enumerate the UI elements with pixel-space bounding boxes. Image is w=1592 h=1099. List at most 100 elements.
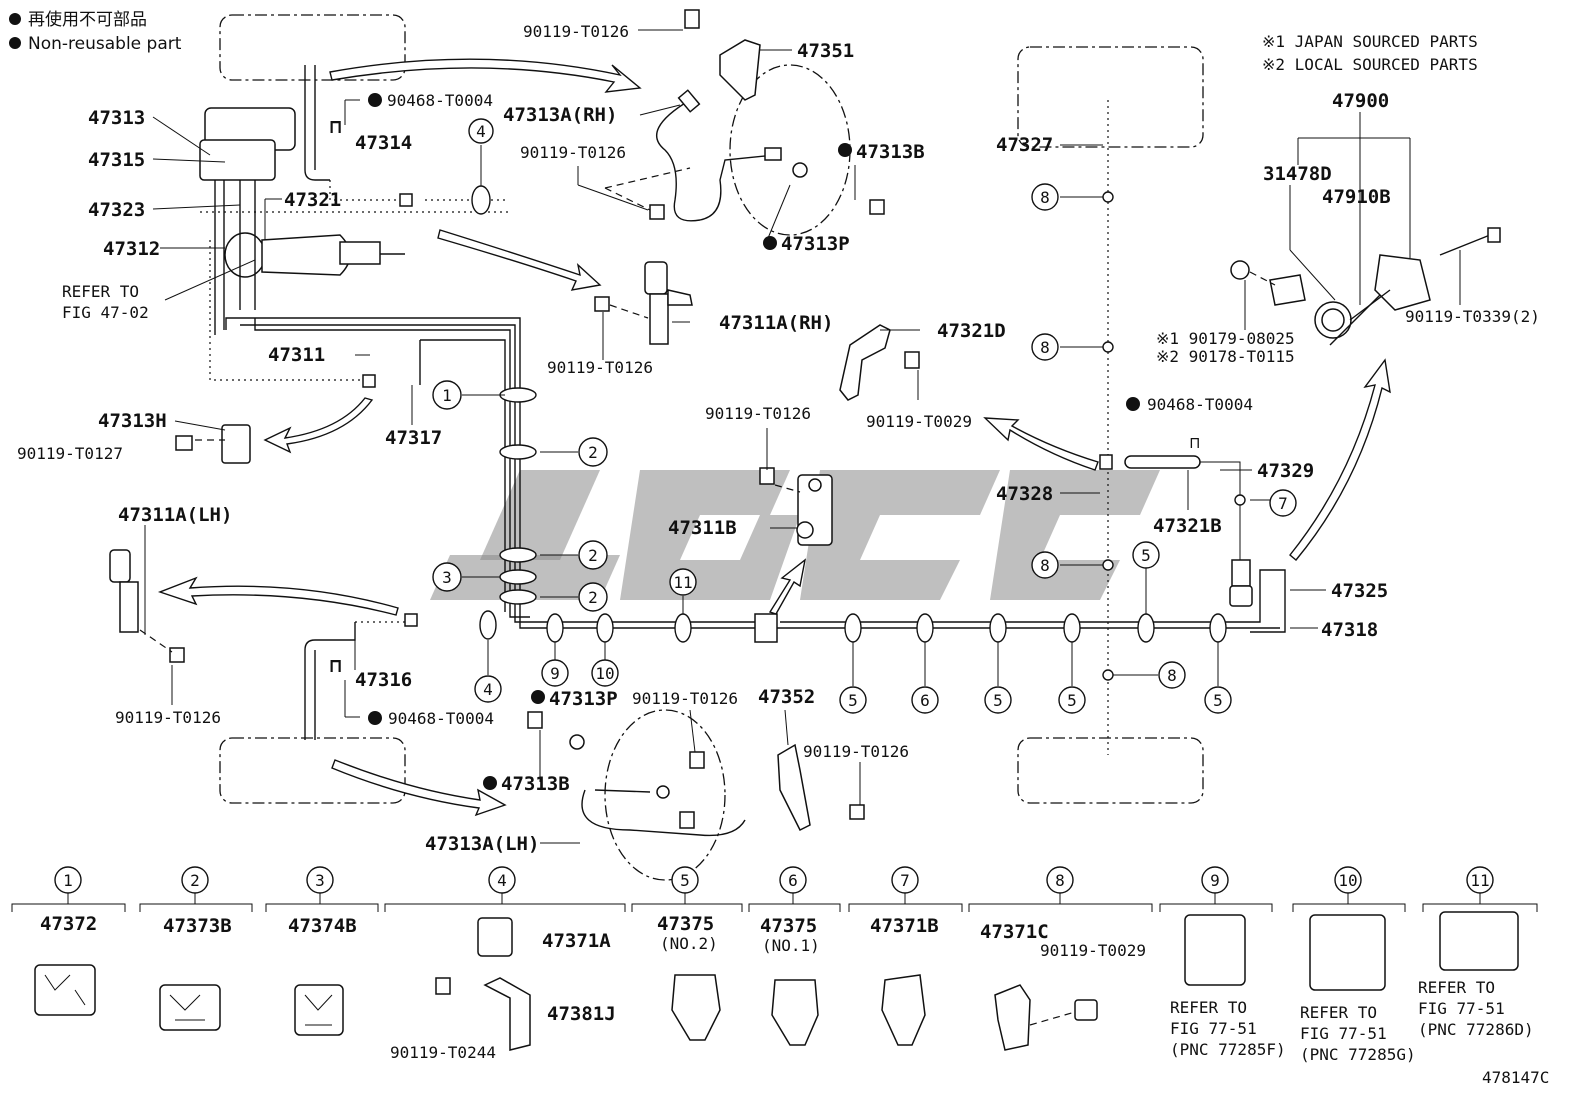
front-brake-line-dotted [200,180,510,213]
svg-text:8: 8 [1167,666,1177,685]
master-cylinder-assembly [199,107,405,335]
clip-90468-symbol: ⊓ [330,655,342,677]
svg-text:4: 4 [483,680,493,699]
svg-text:47371A: 47371A [542,930,611,952]
label-90119-T0126-top: 90119-T0126 [523,22,629,41]
table-col-4: 4 47371A 47381J 90119-T0244 [390,866,616,1062]
label-90179-08025: ※1 90179-08025 [1156,329,1295,348]
bracket-47321D [839,324,920,401]
label-47318: 47318 [1321,619,1378,641]
svg-text:1: 1 [63,871,73,890]
callout-6: 6 [911,686,939,714]
label-47321: 47321 [284,189,341,211]
table-col-3: 3 47374B [288,866,357,1036]
non-reusable-dot-icon [9,13,21,25]
label-90119-T0126-lh: 90119-T0126 [115,708,221,727]
legend: 再使用不可部品 Non-reusable part ※1 JAPAN SOURC… [9,9,1478,74]
svg-text:1: 1 [442,386,452,405]
label-47313A-RH: 47313A(RH) [503,104,617,126]
table-col-11: 11 REFER TO FIG 77-51 (PNC 77286D) [1418,866,1534,1039]
label-47312: 47312 [103,238,160,260]
label-47313: 47313 [88,107,145,129]
callout-1: 1 [432,380,462,410]
callout-5: 5 [984,686,1012,714]
label-90119-T0126-b2: 90119-T0126 [803,742,909,761]
label-90468-T0004-top: 90468-T0004 [387,91,493,110]
svg-text:FIG 77-51: FIG 77-51 [1418,999,1505,1018]
label-47329: 47329 [1257,460,1314,482]
label-47900: 47900 [1332,90,1389,112]
callout-2: 2 [578,437,608,467]
connector-47311-joint [362,374,376,388]
svg-text:11: 11 [1470,871,1489,890]
label-31478D: 31478D [1263,163,1332,185]
clip-90468-symbol: ⊓ [330,116,342,138]
leader-lines [144,29,1461,844]
svg-text:47381J: 47381J [547,1003,616,1025]
svg-text:11: 11 [673,573,692,592]
label-47321D: 47321D [937,320,1006,342]
callout-8: 8 [1158,661,1186,689]
svg-text:7: 7 [1278,494,1288,513]
label-47325: 47325 [1331,580,1388,602]
callout-3: 3 [432,562,462,592]
table-col-10: 10 REFER TO FIG 77-51 (PNC 77285G) [1300,866,1416,1064]
svg-text:2: 2 [588,443,598,462]
rear-hose-tube [304,622,356,740]
load-sensing-valve-47900 [1230,227,1501,346]
sourcing-note-local: ※2 LOCAL SOURCED PARTS [1262,55,1478,74]
callout-5: 5 [1204,686,1232,714]
svg-text:(NO.2): (NO.2) [660,934,718,953]
label-47351: 47351 [797,40,854,62]
connector-47314-joint [399,193,413,207]
label-90178-T0115: ※2 90178-T0115 [1156,347,1295,366]
svg-text:9: 9 [1210,871,1220,890]
rear-left-caliper-group [527,709,865,881]
non-reusable-dot-icon [9,37,21,49]
label-47328: 47328 [996,483,1053,505]
label-47314: 47314 [355,132,412,154]
label-90119-T0126-a: 90119-T0126 [547,358,653,377]
label-47311B: 47311B [668,517,737,539]
label-47313H: 47313H [98,410,167,432]
tube-clamps [471,185,1246,681]
svg-text:7: 7 [900,871,910,890]
connector-47328-joint [1099,454,1113,470]
wheel-outline-rear-right [1017,737,1204,804]
svg-text:47372: 47372 [40,913,97,935]
svg-text:47373B: 47373B [163,915,232,937]
svg-text:5: 5 [680,871,690,890]
svg-text:REFER TO: REFER TO [1300,1003,1377,1022]
svg-text:2: 2 [588,546,598,565]
label-47313P-top: 47313P [781,233,850,255]
label-90119-T0126-rh: 90119-T0126 [520,143,626,162]
proportioning-valve-lh [109,549,185,663]
svg-text:REFER TO: REFER TO [1418,978,1495,997]
svg-text:47375: 47375 [657,913,714,935]
table-col-7: 7 47371B [870,866,939,1046]
svg-text:3: 3 [442,568,452,587]
svg-text:8: 8 [1040,556,1050,575]
svg-text:47374B: 47374B [288,915,357,937]
sourcing-note-japan: ※1 JAPAN SOURCED PARTS [1262,32,1478,51]
brake-line-dotted-47311 [209,240,365,381]
svg-text:FIG 77-51: FIG 77-51 [1300,1024,1387,1043]
rear-junction-47325: ⊓ [1190,433,1253,607]
label-90119-T0126-mid: 90119-T0126 [705,404,811,423]
callout-2: 2 [578,540,608,570]
label-47311: 47311 [268,344,325,366]
wheel-outline-front-left [219,14,406,81]
proportioning-valve-rh [594,261,693,345]
svg-text:5: 5 [1213,691,1223,710]
svg-text:47371C: 47371C [980,921,1049,943]
legend-line-en: Non-reusable part [28,34,182,54]
svg-text:9: 9 [550,664,560,683]
assembly-arrows [157,58,1391,817]
callout-4: 4 [468,118,494,144]
label-fig-47-02: FIG 47-02 [62,303,149,322]
connector-47316-joint [404,613,418,627]
svg-text:8: 8 [1055,871,1065,890]
label-90119-T0126-b1: 90119-T0126 [632,689,738,708]
svg-text:47375: 47375 [760,915,817,937]
svg-text:6: 6 [788,871,798,890]
